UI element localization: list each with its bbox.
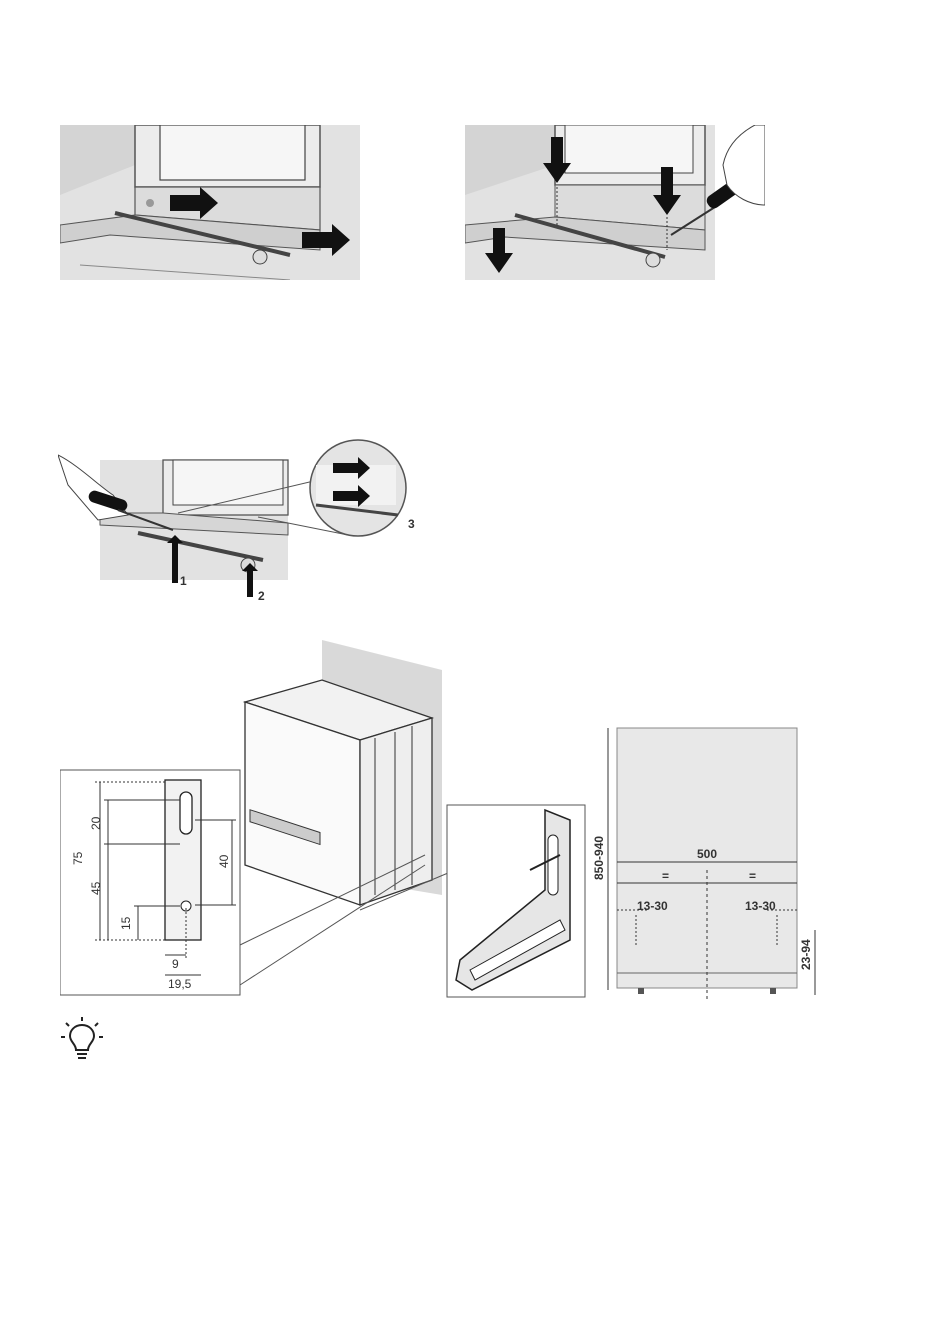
- dim-left-offset: 13-30: [637, 899, 668, 913]
- dim-20: 20: [89, 816, 103, 830]
- callout-3: 3: [408, 517, 415, 531]
- dim-right-offset: 13-30: [745, 899, 776, 913]
- callout-2: 2: [258, 589, 265, 603]
- dim-floor-offset: 23-94: [799, 939, 813, 970]
- dim-45: 45: [89, 881, 103, 895]
- dim-40: 40: [217, 854, 231, 868]
- figure-stand-slide: [60, 125, 360, 280]
- callout-1: 1: [180, 574, 187, 588]
- dim-9: 9: [172, 957, 179, 971]
- dim-15: 15: [119, 916, 133, 930]
- dim-width: 500: [697, 847, 717, 861]
- dim-75: 75: [71, 851, 85, 865]
- figure-stand-screw: [465, 125, 765, 280]
- figure-stand-fix: 1 2 3: [58, 425, 418, 605]
- dim-equal-right: =: [749, 869, 756, 883]
- figure-wall-bracket: 75 20 45 15 40 9 19,5 850-940 500 = = 13…: [60, 640, 820, 1005]
- dim-19-5: 19,5: [168, 977, 192, 991]
- dim-height: 850-940: [592, 836, 606, 880]
- dim-equal-left: =: [662, 869, 669, 883]
- lightbulb-icon: [60, 1015, 104, 1061]
